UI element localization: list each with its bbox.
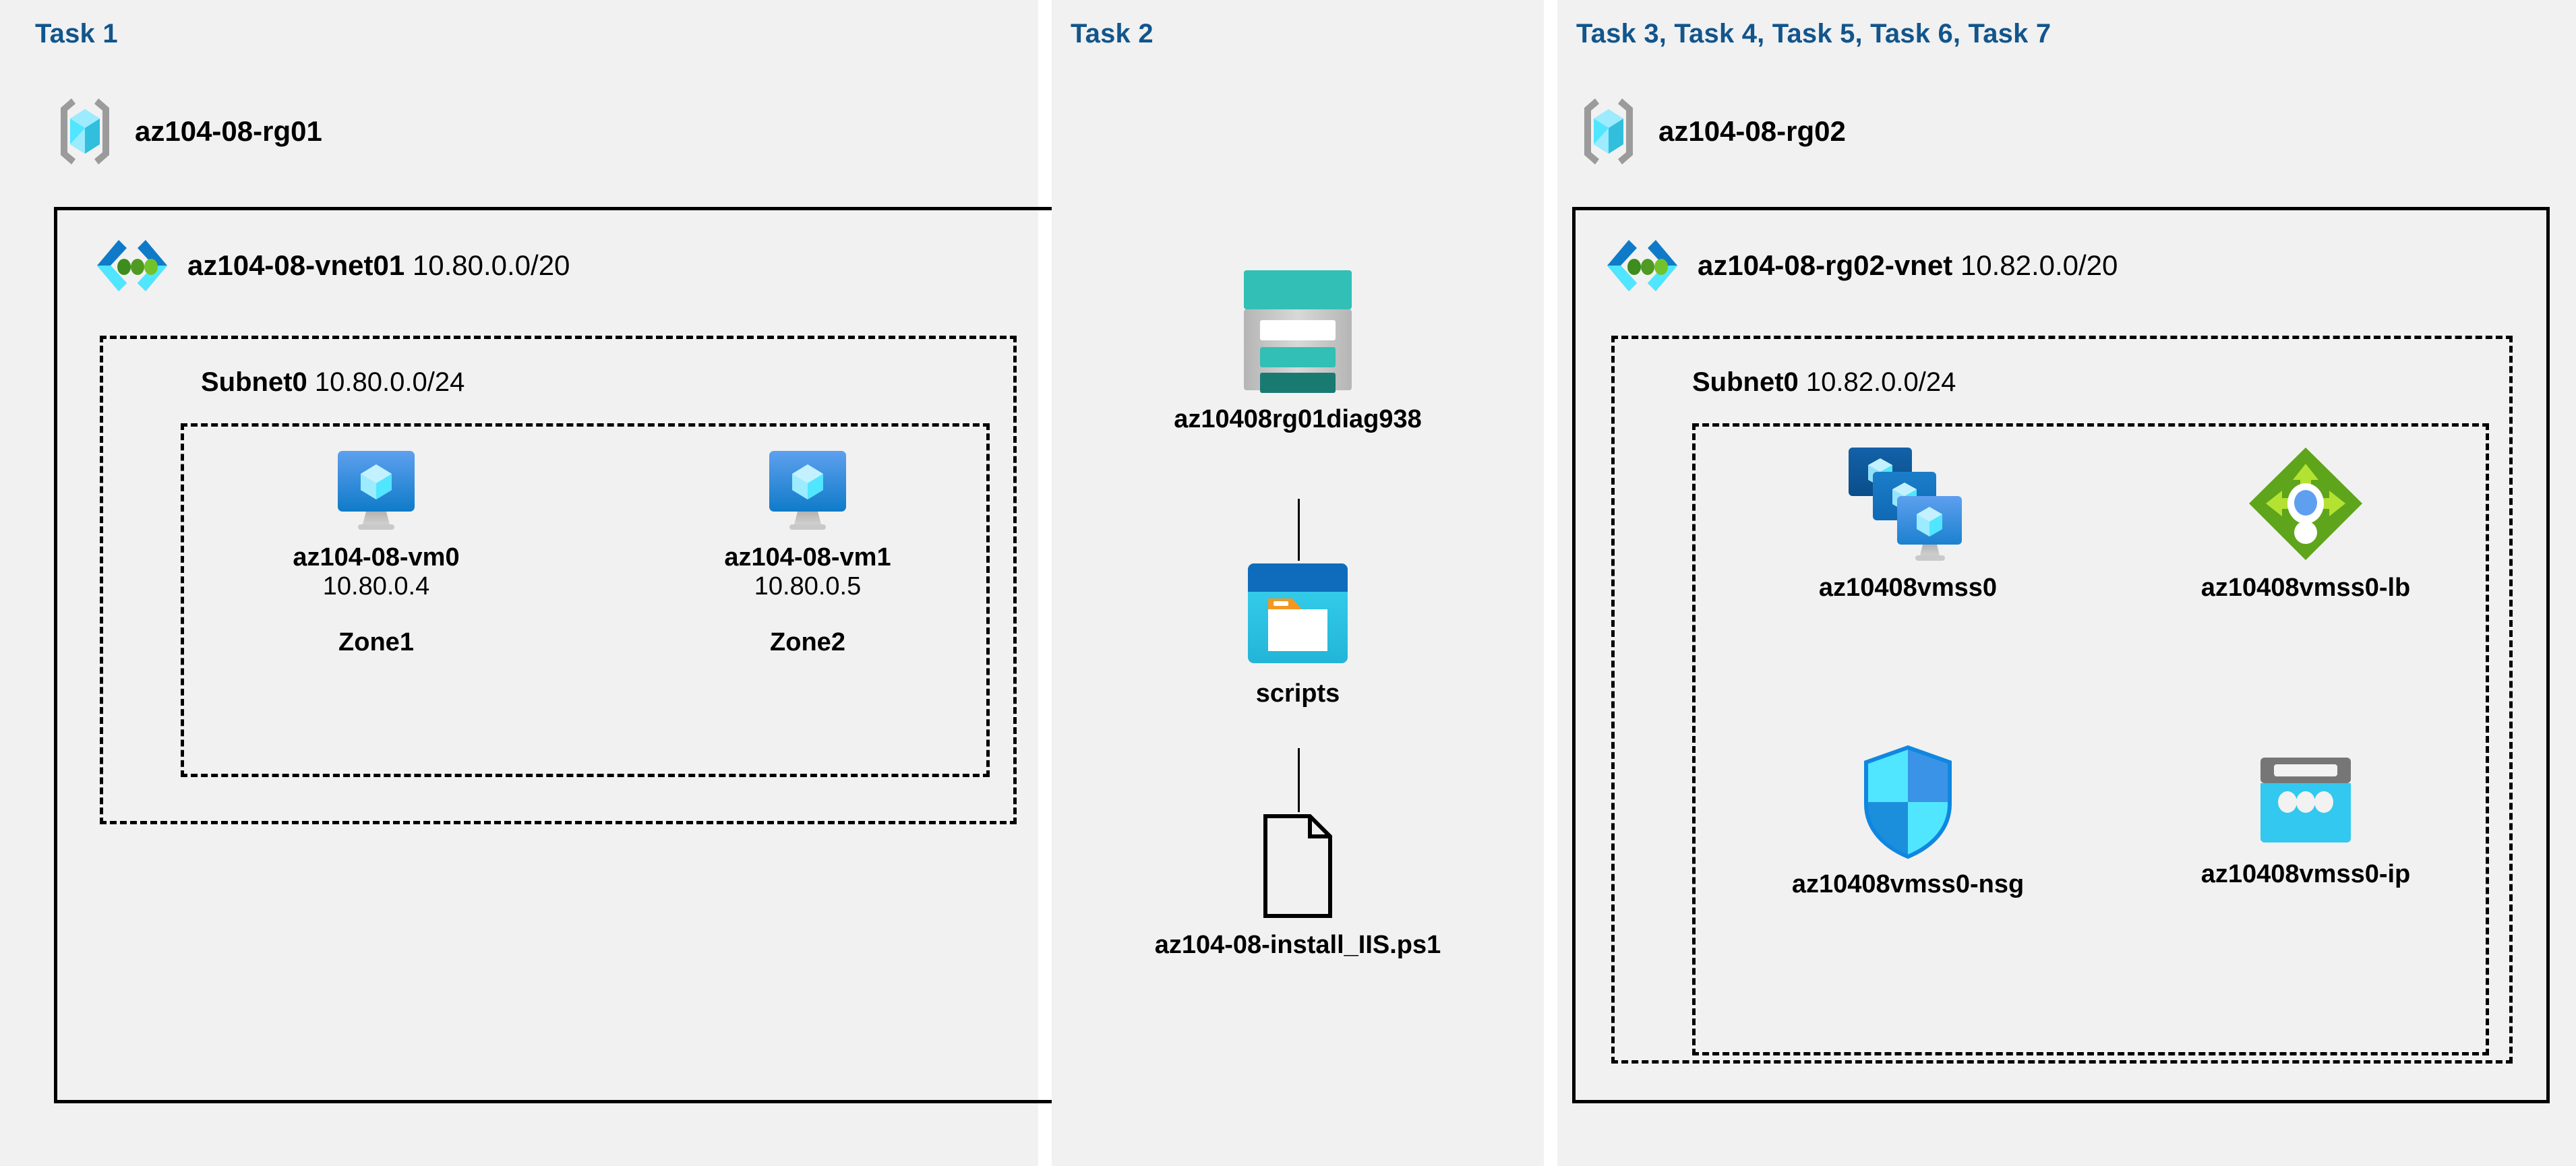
task1-vm1-ip: 10.80.0.5 bbox=[754, 572, 862, 601]
task3-lb-name: az10408vmss0-lb bbox=[2200, 574, 2411, 602]
public-ip-address-icon bbox=[2255, 755, 2356, 849]
virtual-network-icon bbox=[1605, 236, 1680, 295]
load-balancer-icon bbox=[2247, 445, 2365, 563]
task3-vnet-label: az104-08-rg02-vnet 10.82.0.0/20 bbox=[1698, 249, 2118, 282]
task1-vm1-name: az104-08-vm1 bbox=[724, 543, 891, 572]
task3-resource-group-name: az104-08-rg02 bbox=[1658, 115, 1846, 147]
task1-vnet-cidr-value: 10.80.0.0/20 bbox=[412, 249, 570, 281]
task1-subnet-name: Subnet0 bbox=[201, 367, 307, 397]
task1-vnet-header: az104-08-vnet01 10.80.0.0/20 bbox=[94, 236, 570, 295]
resource-group-icon bbox=[53, 94, 117, 168]
task3-nsg-name: az10408vmss0-nsg bbox=[1791, 870, 2025, 898]
task3-subnet-label: Subnet0 10.82.0.0/24 bbox=[1692, 367, 1956, 398]
task2-file-name: az104-08-install_IIS.ps1 bbox=[1154, 931, 1441, 959]
virtual-network-icon bbox=[94, 236, 170, 295]
task1-vm0-node[interactable]: az104-08-vm0 10.80.0.4 Zone1 bbox=[268, 448, 484, 657]
task3-vnet-name: az104-08-rg02-vnet bbox=[1698, 249, 1953, 281]
task1-subnet-cidr: 10.80.0.0/24 bbox=[314, 367, 465, 397]
task1-panel bbox=[0, 0, 1038, 1166]
task1-vnet-cidr bbox=[405, 249, 413, 281]
task3-vmss-name: az10408vmss0 bbox=[1818, 574, 1998, 602]
task1-subnet-label: Subnet0 10.80.0.0/24 bbox=[201, 367, 465, 398]
task3-nsg-node[interactable]: az10408vmss0-nsg bbox=[1760, 745, 2056, 899]
task1-resource-group-name: az104-08-rg01 bbox=[135, 115, 322, 147]
task3-lb-node[interactable]: az10408vmss0-lb bbox=[2151, 445, 2461, 603]
task2-container-node[interactable]: scripts bbox=[1133, 561, 1463, 708]
task1-vnet-label: az104-08-vnet01 10.80.0.0/20 bbox=[187, 249, 570, 282]
task3-publicip-name: az10408vmss0-ip bbox=[2200, 860, 2411, 888]
network-security-group-icon bbox=[1861, 745, 1955, 859]
task2-label: Task 2 bbox=[1071, 19, 1154, 49]
resource-group-icon bbox=[1576, 94, 1641, 168]
task3-subnet-cidr: 10.82.0.0/24 bbox=[1805, 367, 1956, 397]
virtual-machine-icon bbox=[764, 448, 851, 532]
task1-vm1-zone: Zone2 bbox=[770, 628, 845, 656]
task3-label: Task 3, Task 4, Task 5, Task 6, Task 7 bbox=[1576, 19, 2051, 49]
blob-container-icon bbox=[1244, 561, 1352, 669]
task3-vmss-node[interactable]: az10408vmss0 bbox=[1766, 445, 2049, 603]
task3-resource-group-header: az104-08-rg02 bbox=[1576, 94, 1846, 168]
task2-container-name: scripts bbox=[1255, 679, 1340, 708]
task3-publicip-node[interactable]: az10408vmss0-ip bbox=[2151, 755, 2461, 889]
task1-subnet-box bbox=[100, 336, 1017, 824]
virtual-machine-icon bbox=[332, 448, 420, 532]
task1-label: Task 1 bbox=[35, 19, 118, 49]
task1-vnet-name: az104-08-vnet01 bbox=[187, 249, 405, 281]
task1-resource-group-header: az104-08-rg01 bbox=[53, 94, 322, 168]
task3-resource-group-inner-box bbox=[1692, 423, 2489, 1055]
task3-panel bbox=[1557, 0, 2576, 1166]
task2-connector-scripts-to-file bbox=[1298, 748, 1300, 812]
task2-storage-name: az10408rg01diag938 bbox=[1174, 405, 1422, 433]
file-icon bbox=[1257, 812, 1338, 920]
task3-vnet-cidr: 10.82.0.0/20 bbox=[1960, 249, 2118, 281]
storage-account-icon bbox=[1237, 266, 1358, 394]
task1-vm-group-box bbox=[181, 423, 990, 777]
task2-connector-storage-to-scripts bbox=[1298, 499, 1300, 561]
task1-vm0-zone: Zone1 bbox=[338, 628, 414, 656]
task1-vm1-node[interactable]: az104-08-vm1 10.80.0.5 Zone2 bbox=[700, 448, 916, 657]
task1-vm0-name: az104-08-vm0 bbox=[293, 543, 460, 572]
task3-subnet-name: Subnet0 bbox=[1692, 367, 1799, 397]
vm-scale-set-icon bbox=[1847, 445, 1969, 563]
task1-vm0-ip: 10.80.0.4 bbox=[322, 572, 430, 601]
task2-file-node[interactable]: az104-08-install_IIS.ps1 bbox=[1112, 812, 1483, 960]
task3-vnet-box bbox=[1572, 207, 2550, 1103]
task2-storage-node[interactable]: az10408rg01diag938 bbox=[1133, 266, 1463, 434]
task3-vnet-header: az104-08-rg02-vnet 10.82.0.0/20 bbox=[1605, 236, 2118, 295]
task3-subnet-box bbox=[1611, 336, 2513, 1064]
